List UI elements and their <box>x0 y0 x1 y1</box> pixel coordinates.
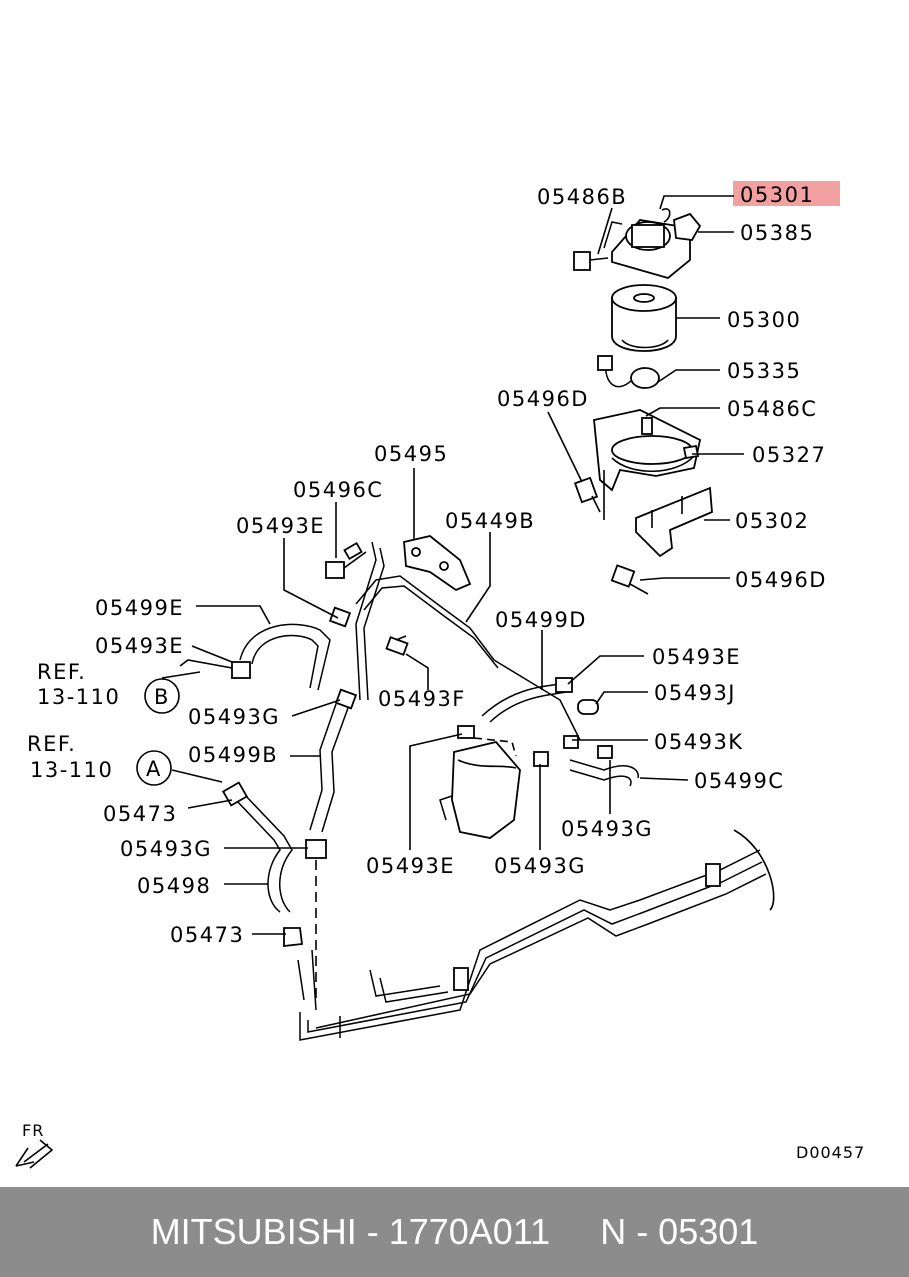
callout-05335: 05335 <box>727 359 801 383</box>
bolt-05496D-top <box>573 476 601 513</box>
callout-05473-a: 05473 <box>103 802 177 826</box>
hose-05499E <box>231 606 352 691</box>
callout-05499C: 05499C <box>694 769 784 793</box>
svg-text:REF.: REF. <box>37 660 86 684</box>
callout-05301: 05301 <box>740 183 814 207</box>
front-marker: FR <box>15 1121 54 1169</box>
connector-05493F <box>385 635 409 656</box>
callout-05493G-b: 05493G <box>561 817 653 841</box>
main-fuel-lines <box>297 829 775 1041</box>
svg-text:FR: FR <box>22 1121 44 1140</box>
svg-text:REF.: REF. <box>27 732 76 756</box>
callout-05302: 05302 <box>735 509 809 533</box>
callout-05495: 05495 <box>374 442 448 466</box>
callout-05493E-a: 05493E <box>236 514 325 538</box>
svg-text:13-110: 13-110 <box>30 758 113 782</box>
bolt-05496D-bottom <box>610 564 649 595</box>
part-number-label: MITSUBISHI - 1770A011 N - 05301 <box>150 1211 759 1252</box>
callout-05498: 05498 <box>137 874 211 898</box>
callout-05499B: 05499B <box>188 743 278 767</box>
svg-text:A: A <box>146 757 162 781</box>
callout-05493K: 05493K <box>654 730 744 754</box>
filter-bracket <box>593 409 702 520</box>
callout-05499D: 05499D <box>495 608 587 632</box>
callout-05473-b: 05473 <box>170 923 244 947</box>
hose-05499D <box>481 677 573 723</box>
callout-05499E: 05499E <box>95 596 184 620</box>
svg-text:B: B <box>154 685 170 709</box>
callout-05486B: 05486B <box>537 185 627 209</box>
filter-element <box>611 284 677 352</box>
bracket-05495 <box>403 535 472 592</box>
leader-lines <box>161 195 744 935</box>
front-arrow-icon <box>15 1139 54 1169</box>
water-sensor <box>597 355 660 389</box>
callout-labels: 05486B 05301 05385 05300 05335 05496D 05… <box>95 183 827 947</box>
part-highlight <box>733 181 840 206</box>
callout-05496C: 05496C <box>293 478 383 502</box>
drawing-code: D00457 <box>796 1143 865 1162</box>
callout-05449B: 05449B <box>445 509 535 533</box>
mount-bracket-05302 <box>635 486 713 558</box>
hose-05498 <box>221 781 327 948</box>
canister <box>439 725 549 839</box>
callout-05493F: 05493F <box>378 687 466 711</box>
filter-head <box>573 208 691 279</box>
part-footer-bar: MITSUBISHI - 1770A011 N - 05301 <box>0 1187 909 1277</box>
svg-text:13-110: 13-110 <box>37 685 120 709</box>
hose-05499C <box>563 699 639 787</box>
callout-05493G-a: 05493G <box>188 705 280 729</box>
callout-05300: 05300 <box>727 308 801 332</box>
hose-05499B <box>309 688 358 833</box>
fuel-lines-center <box>355 541 581 741</box>
callout-05493E-c: 05493E <box>652 645 741 669</box>
callout-05385: 05385 <box>740 221 814 245</box>
ref-marker-a: REF. 13-110 A <box>27 732 172 786</box>
callout-05496D-top: 05496D <box>497 387 589 411</box>
callout-05493J: 05493J <box>654 681 736 705</box>
callout-05496D-bottom: 05496D <box>735 568 827 592</box>
ref-marker-b: REF. 13-110 B <box>37 660 180 714</box>
callout-05493E-d: 05493E <box>366 854 455 878</box>
callout-05493G-d: 05493G <box>494 854 586 878</box>
callout-05486C: 05486C <box>727 397 817 421</box>
bolt-05496C <box>325 541 367 579</box>
callout-05493E-b: 05493E <box>95 634 184 658</box>
callout-05493G-c: 05493G <box>120 837 212 861</box>
nut-05385 <box>673 212 702 241</box>
callout-05327: 05327 <box>752 443 826 467</box>
parts-diagram: 05486B 05301 05385 05300 05335 05496D 05… <box>15 181 865 1169</box>
